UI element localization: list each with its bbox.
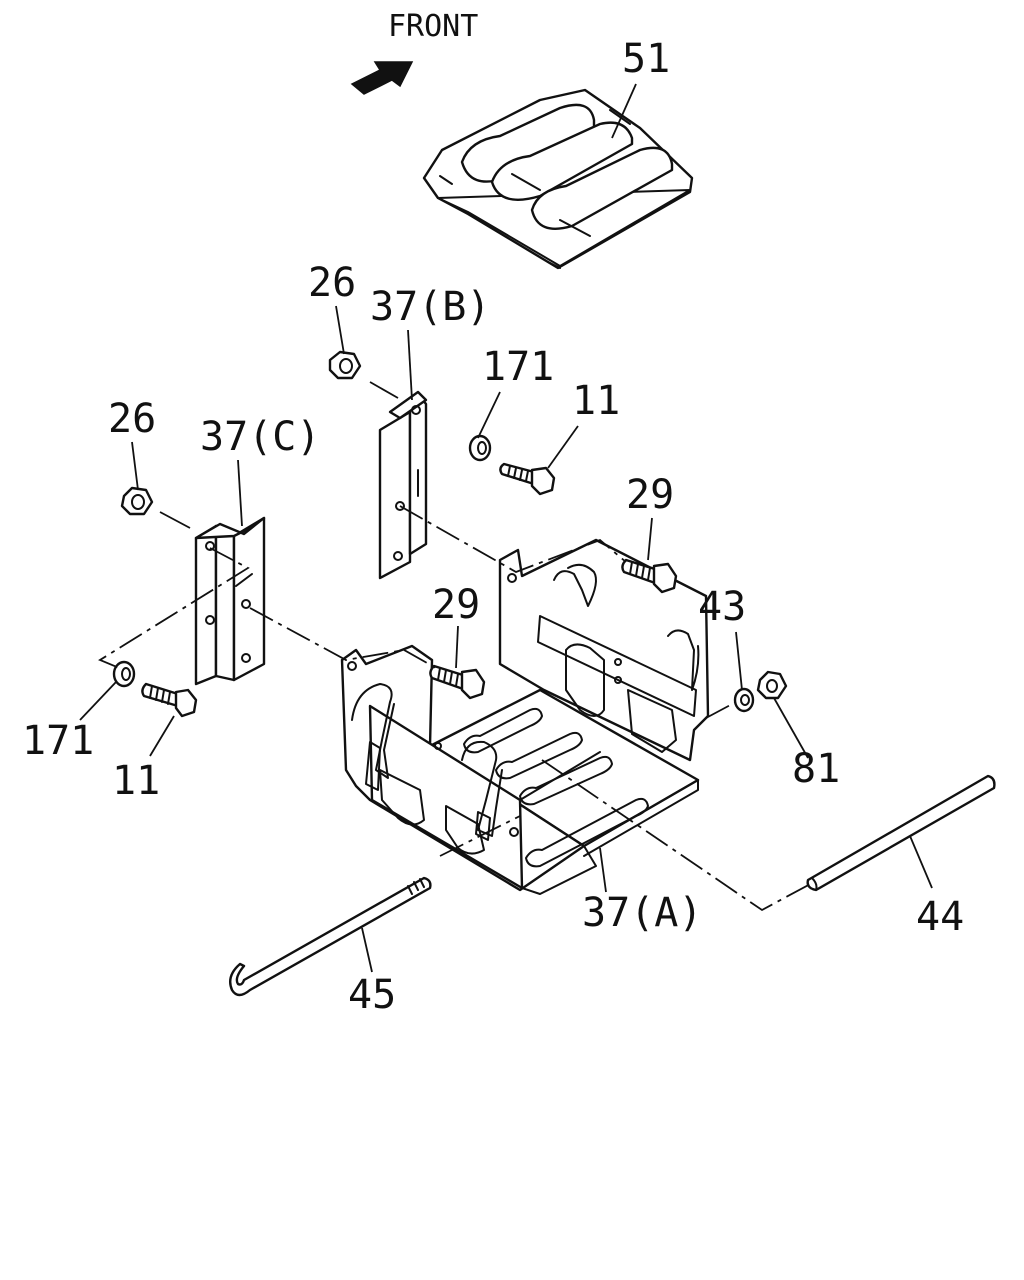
- part-26-nut-left: [120, 486, 154, 516]
- callout-81: 81: [792, 746, 840, 792]
- part-171-washer-left: [112, 660, 136, 688]
- part-45-hook-rod: [229, 876, 432, 997]
- part-29-bolt-right: [621, 558, 678, 594]
- callout-labels: 51 26 37(B) 171 11 26 37(C) 29 29 43 81 …: [22, 36, 964, 1018]
- callout-45: 45: [348, 972, 396, 1018]
- part-51-battery-cover: [422, 88, 694, 270]
- callout-26-top: 26: [308, 260, 356, 306]
- front-arrow-icon: [350, 61, 414, 95]
- callout-11-left: 11: [112, 758, 160, 804]
- part-37b-bracket: [378, 390, 428, 580]
- part-43-washer: [733, 687, 755, 713]
- callout-11-top: 11: [572, 378, 620, 424]
- callout-37a: 37(A): [582, 890, 702, 936]
- part-11-bolt-left: [141, 682, 198, 718]
- callout-171-left: 171: [22, 718, 94, 764]
- part-37a-battery-tray: [340, 538, 710, 895]
- part-37c-bracket: [194, 516, 266, 686]
- part-81-nut: [756, 670, 788, 700]
- callout-43: 43: [698, 584, 746, 630]
- part-29-bolt-mid: [429, 664, 486, 700]
- callout-51: 51: [622, 36, 670, 82]
- part-26-nut-top: [328, 350, 362, 380]
- callout-29-mid: 29: [432, 582, 480, 628]
- front-label: FRONT: [388, 9, 478, 44]
- callout-44: 44: [916, 894, 964, 940]
- callout-37c: 37(C): [200, 414, 320, 460]
- part-11-bolt-top: [499, 462, 556, 496]
- callout-29-right: 29: [626, 472, 674, 518]
- callout-37b: 37(B): [370, 284, 490, 330]
- callout-171-top: 171: [482, 344, 554, 390]
- leader-lines: [79, 83, 933, 973]
- callout-26-left: 26: [108, 396, 156, 442]
- front-indicator: FRONT: [350, 9, 478, 95]
- part-44-rod: [806, 774, 996, 892]
- assembly-lines: [98, 381, 815, 912]
- part-171-washer-top: [468, 434, 492, 462]
